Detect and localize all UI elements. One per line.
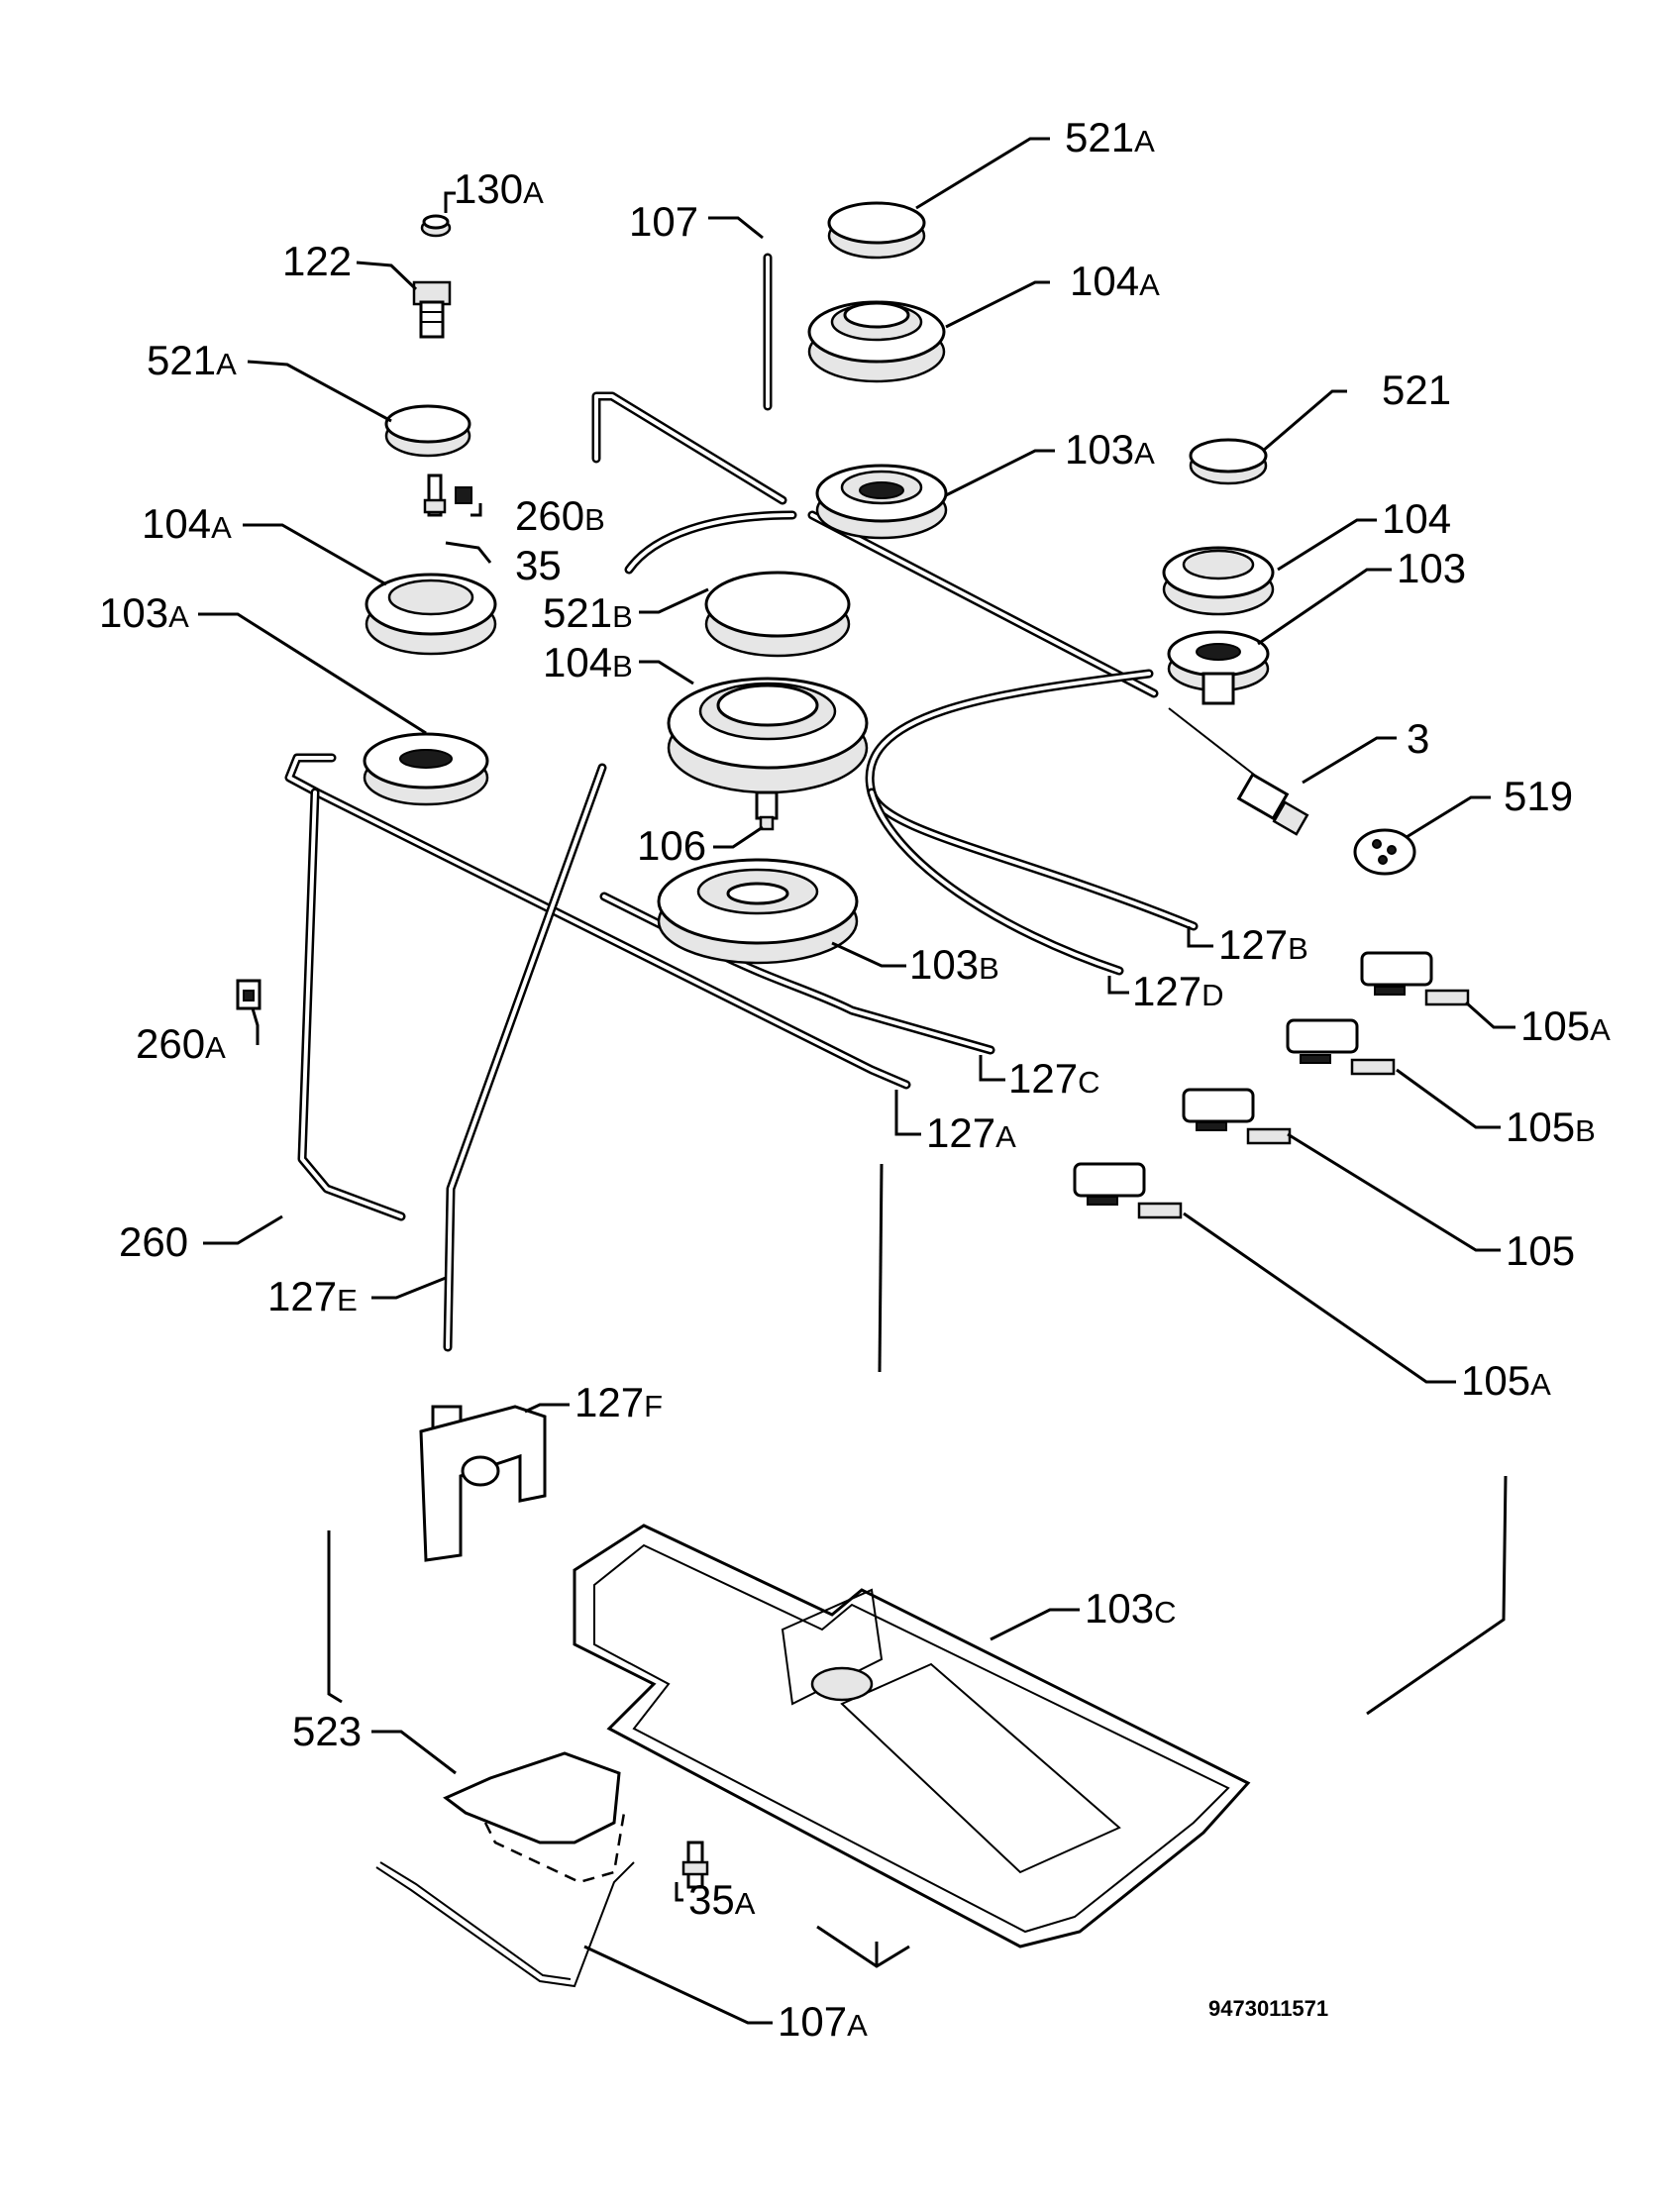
callout-130a: 130A: [454, 165, 544, 212]
injector: [755, 790, 779, 831]
callout-105: 105: [1506, 1227, 1575, 1274]
electrode-35a: [681, 1841, 709, 1889]
valve-disc: [1353, 828, 1416, 876]
callout-519: 519: [1504, 773, 1573, 819]
burner-cap-large: [704, 571, 851, 658]
callout-107: 107: [629, 198, 698, 245]
burner-body-large: [657, 858, 859, 965]
callout-103a-left: 103A: [99, 589, 189, 636]
thermocouple-wire: [297, 788, 406, 1221]
callout-103b: 103B: [909, 941, 999, 988]
callout-127b: 127B: [1218, 921, 1308, 968]
callout-104a-top: 104A: [1070, 258, 1160, 304]
callout-523: 523: [292, 1708, 362, 1754]
pipe-127b: [865, 669, 1199, 931]
callout-260: 260: [119, 1218, 188, 1265]
callout-521a-left: 521A: [147, 337, 237, 383]
burner-cap-small: [1189, 438, 1268, 485]
callout-521: 521: [1382, 367, 1451, 413]
callout-105a-top: 105A: [1520, 1002, 1611, 1049]
callout-103c: 103C: [1085, 1585, 1176, 1632]
gas-taps: [1073, 951, 1470, 1219]
small-nut: [420, 214, 452, 238]
callout-521a-top: 521A: [1065, 114, 1155, 160]
electrode-clip: [455, 486, 472, 504]
gas-tap-3: [1182, 1088, 1292, 1145]
callout-35: 35: [515, 542, 562, 588]
screw-fitting: [412, 280, 452, 339]
flame-spreader-top: [807, 300, 946, 383]
callout-127d: 127D: [1132, 968, 1223, 1014]
callout-107a: 107A: [778, 1998, 868, 2045]
callout-106: 106: [637, 822, 706, 869]
callout-127a: 127A: [926, 1109, 1016, 1156]
reference-code: 9473011571: [1208, 1996, 1328, 2021]
wire-107a: [375, 1861, 635, 1988]
gas-tap-4: [1073, 1162, 1183, 1219]
callout-103a-mid: 103A: [1065, 426, 1155, 473]
gas-tap-1: [1360, 951, 1470, 1006]
callout-103: 103: [1397, 545, 1466, 591]
gas-tap-2: [1286, 1018, 1396, 1076]
callout-105b: 105B: [1506, 1104, 1596, 1150]
callout-127e: 127E: [267, 1273, 358, 1319]
gas-pipes: [284, 253, 1199, 1988]
safety-valve: [1168, 707, 1309, 836]
flame-spreader-small: [1162, 546, 1275, 616]
burner-body-small: [1167, 630, 1270, 705]
flame-spreader-large: [667, 677, 869, 794]
part-labels: 130A 122 521A 260B 35 104A 103A 107 521A…: [99, 114, 1611, 2045]
callout-35a: 35A: [688, 1876, 756, 1923]
callout-260a: 260A: [136, 1020, 226, 1067]
callout-260b: 260B: [515, 492, 605, 539]
callout-127f: 127F: [574, 1379, 663, 1425]
callout-3: 3: [1407, 715, 1429, 762]
guide-lines: [327, 1163, 1508, 1968]
burner-pan: [573, 1524, 1251, 1949]
ignition-bracket: [443, 1751, 626, 1884]
burner-body-mid: [815, 464, 948, 540]
pipe-127e: [443, 763, 607, 1352]
callout-104b: 104B: [543, 639, 633, 685]
valve-bracket: [419, 1405, 547, 1562]
callout-104a-left: 104A: [142, 500, 232, 547]
callout-127c: 127C: [1008, 1055, 1099, 1102]
callout-122: 122: [282, 238, 352, 284]
clip-260a: [236, 979, 261, 1010]
flame-spreader-left: [365, 573, 497, 656]
ignition-electrode: [423, 474, 447, 517]
burner-cap-left: [384, 404, 471, 458]
burner-body-left: [363, 732, 489, 806]
callout-105a-bottom: 105A: [1461, 1357, 1551, 1404]
leader-lines: [198, 137, 1515, 2025]
callout-104: 104: [1382, 495, 1451, 542]
burner-cap-top: [827, 201, 926, 260]
callout-521b: 521B: [543, 589, 633, 636]
